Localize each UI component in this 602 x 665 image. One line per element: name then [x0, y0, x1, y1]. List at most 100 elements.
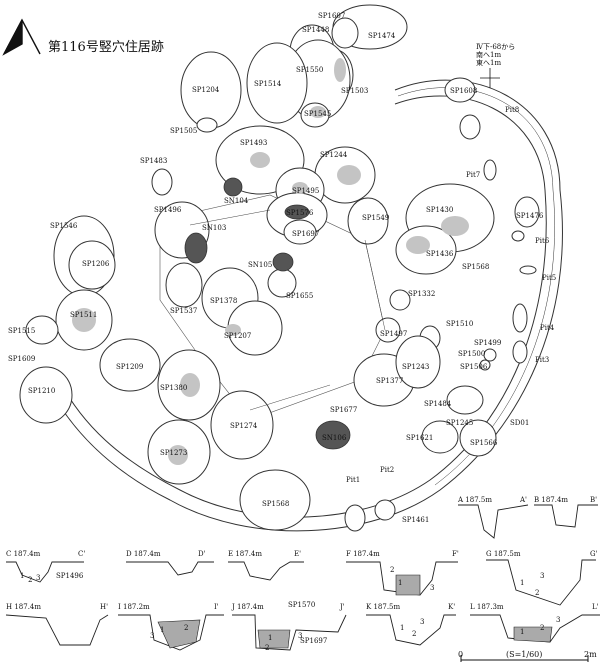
pit-label: SP1204	[192, 86, 220, 94]
pit-fills	[72, 58, 469, 465]
pit-label: SP1493	[240, 139, 267, 147]
layer-number: 2	[184, 624, 188, 632]
pit-label: SP1377	[376, 377, 403, 385]
layer-number: 3	[36, 574, 40, 582]
scale-start: 0	[458, 650, 464, 659]
section-end-marker: B'	[590, 496, 597, 504]
section-pit-label: SP1570	[288, 601, 315, 609]
section-end-marker: L'	[592, 603, 599, 611]
pit-label: Pit7	[466, 171, 480, 179]
layer-number: 3	[556, 616, 560, 624]
pit-label: SP1608	[450, 87, 477, 95]
pit-label: SP1568	[462, 263, 489, 271]
layer-number: 3	[298, 632, 302, 640]
section-label: J 187.4m	[231, 603, 264, 611]
pit-label: SP1461	[402, 516, 429, 524]
pit-label: SP1511	[70, 311, 97, 319]
pit-label: SP1621	[406, 434, 433, 442]
pit-label: SP1380	[160, 384, 187, 392]
pit-label: SP1505	[170, 127, 197, 135]
grid-note-line: 南へ1m	[476, 51, 502, 59]
section-pit-label: SP1496	[56, 572, 84, 580]
pit-label: SP1550	[296, 66, 323, 74]
pit-label: SP1436	[426, 250, 454, 258]
section-label: L 187.3m	[470, 603, 504, 611]
section-pit-label: SP1697	[300, 637, 327, 645]
pit-label: SP1506	[460, 363, 488, 371]
pit-label: SP1274	[230, 422, 258, 430]
section-label: A 187.5m	[457, 496, 492, 504]
section-label: H 187.4m	[6, 603, 41, 611]
pit-label: SP1510	[446, 320, 473, 328]
section-end-marker: C'	[78, 550, 85, 558]
pit-label: SP1448	[302, 26, 329, 34]
layer-number: 1	[520, 628, 524, 636]
pit-label: SP1500	[458, 350, 485, 358]
pit-label: SP1273	[160, 449, 187, 457]
section-end-marker: H'	[100, 603, 108, 611]
section-label: E 187.4m	[228, 550, 262, 558]
section-profiles	[5, 504, 600, 651]
pit-label: SP1655	[286, 292, 313, 300]
section-fills	[157, 574, 553, 649]
layer-number: 2	[390, 566, 394, 574]
section-label: C 187.4m	[6, 550, 41, 558]
pit-label: SP1515	[8, 327, 35, 335]
section-end-marker: K'	[448, 603, 455, 611]
pit-label: SN103	[202, 224, 226, 232]
pit-label: SP1697	[292, 230, 319, 238]
pit-label: SP1476	[516, 212, 544, 220]
layer-number: 1	[268, 634, 272, 642]
pit-label: SP1207	[224, 332, 251, 340]
layer-number: 1	[398, 579, 402, 587]
pit-label: SP1496	[154, 206, 182, 214]
pit-label: SP1474	[368, 32, 396, 40]
layer-number: 1	[160, 626, 164, 634]
grid-note: Ⅳ下-68から 南へ1m 東へ1m	[476, 43, 515, 67]
grid-note-line: 東へ1m	[476, 59, 502, 67]
section-end-marker: J'	[339, 603, 345, 611]
pit-label: Pit6	[535, 237, 550, 245]
section-end-marker: F'	[452, 550, 459, 558]
scale-label: (S=1/60)	[506, 650, 543, 659]
grid-note-line: Ⅳ下-68から	[476, 43, 516, 51]
section-label: I 187.2m	[118, 603, 150, 611]
pit-label: SP1430	[426, 206, 453, 214]
pit-label: SP1483	[140, 157, 167, 165]
pit-label: SP1576	[286, 209, 314, 217]
hearth-features	[184, 177, 351, 450]
section-end-marker: I'	[214, 603, 219, 611]
north-arrow-icon	[2, 18, 41, 56]
pit-label: Pit5	[542, 274, 556, 282]
scale-end: 2m	[584, 650, 597, 659]
pit-label: Pit1	[346, 476, 360, 484]
pit-labels: SP1607SP1448SP1474SP1550SP1503SP1514SP12…	[8, 12, 556, 524]
layer-number: 1	[20, 572, 24, 580]
layer-number: 2	[28, 576, 32, 584]
pit-label: SD01	[510, 419, 529, 427]
pit-label: SP1546	[50, 222, 78, 230]
pit-label: SN104	[224, 197, 249, 205]
layer-number: 2	[535, 589, 539, 597]
pit-label: SP1495	[292, 187, 319, 195]
layer-number: 3	[150, 632, 154, 640]
pit-label: SP1545	[304, 110, 331, 118]
pit-label: Pit4	[540, 324, 555, 332]
pit-label: SP1549	[362, 214, 389, 222]
pit-label: SP1378	[210, 297, 237, 305]
layer-number: 1	[520, 579, 524, 587]
pit-label: SP1566	[470, 439, 498, 447]
layer-number: 1	[400, 624, 404, 632]
pit-label: Pit3	[535, 356, 549, 364]
pit-label: SP1609	[8, 355, 35, 363]
pit-label: SP1243	[402, 363, 429, 371]
layer-number: 3	[430, 584, 434, 592]
section-end-marker: E'	[294, 550, 301, 558]
section-label: D 187.4m	[126, 550, 161, 558]
pit-label: SP1484	[424, 400, 452, 408]
section-end-marker: A'	[519, 496, 527, 504]
layer-number: 2	[265, 644, 269, 652]
pit-label: SP1245	[446, 419, 473, 427]
pit-label: SP1332	[408, 290, 435, 298]
